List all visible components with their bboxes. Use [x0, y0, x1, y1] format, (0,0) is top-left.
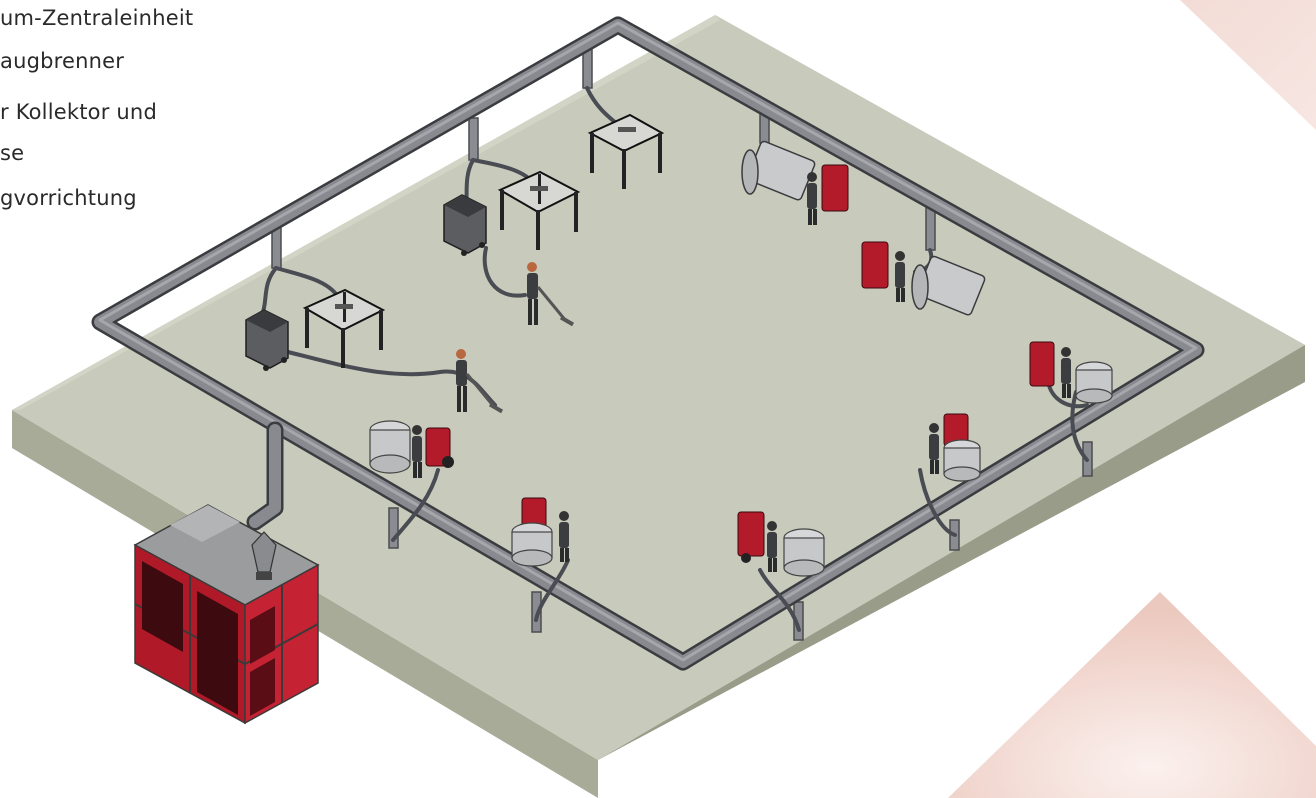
corner-accent-top [1180, 0, 1316, 130]
legend-item-device: gvorrichtung [0, 182, 137, 214]
legend-item-suction-torch: augbrenner [0, 45, 124, 77]
legend-item-central-unit: um-Zentraleinheit [0, 2, 193, 34]
legend-item-collector-line-1: r Kollektor und [0, 96, 157, 128]
corner-accent-bottom [948, 592, 1316, 798]
legend-item-collector-line-2: se [0, 137, 24, 169]
legend: um-Zentraleinheit augbrenner r Kollektor… [0, 0, 240, 230]
